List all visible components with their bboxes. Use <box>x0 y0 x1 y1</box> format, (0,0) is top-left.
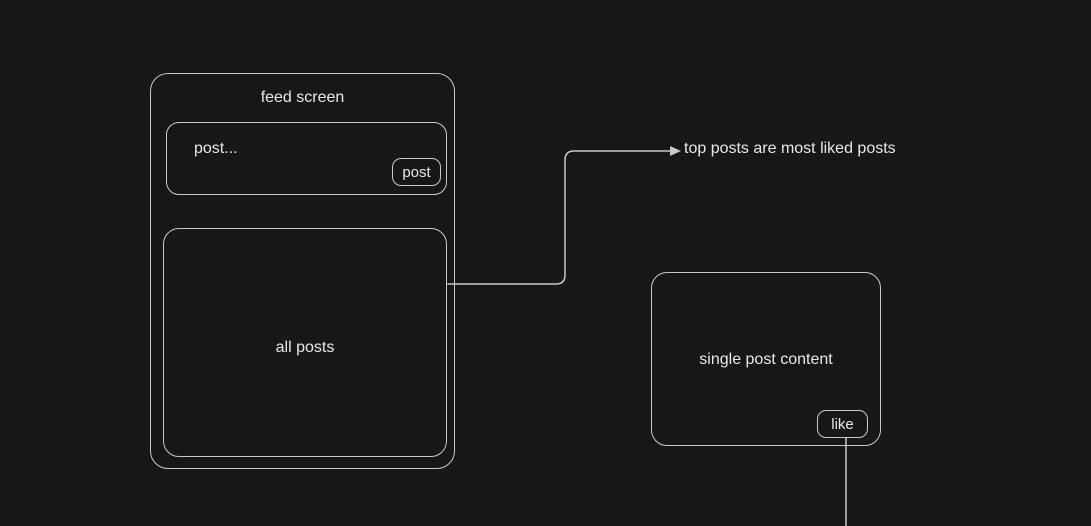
feed-screen-box[interactable] <box>150 73 455 469</box>
post-input-placeholder: post... <box>194 140 238 157</box>
all-posts-box[interactable] <box>163 228 447 457</box>
post-button[interactable]: post <box>392 158 441 186</box>
single-post-label: single post content <box>699 351 833 368</box>
arrow-all-posts-to-note <box>447 150 672 285</box>
all-posts-label: all posts <box>275 339 335 356</box>
post-input-box[interactable] <box>166 122 447 195</box>
arrowhead-icon <box>670 146 681 156</box>
single-post-box[interactable] <box>651 272 881 446</box>
feed-screen-title: feed screen <box>260 89 345 106</box>
like-button[interactable]: like <box>817 410 868 438</box>
top-posts-note: top posts are most liked posts <box>684 140 896 157</box>
